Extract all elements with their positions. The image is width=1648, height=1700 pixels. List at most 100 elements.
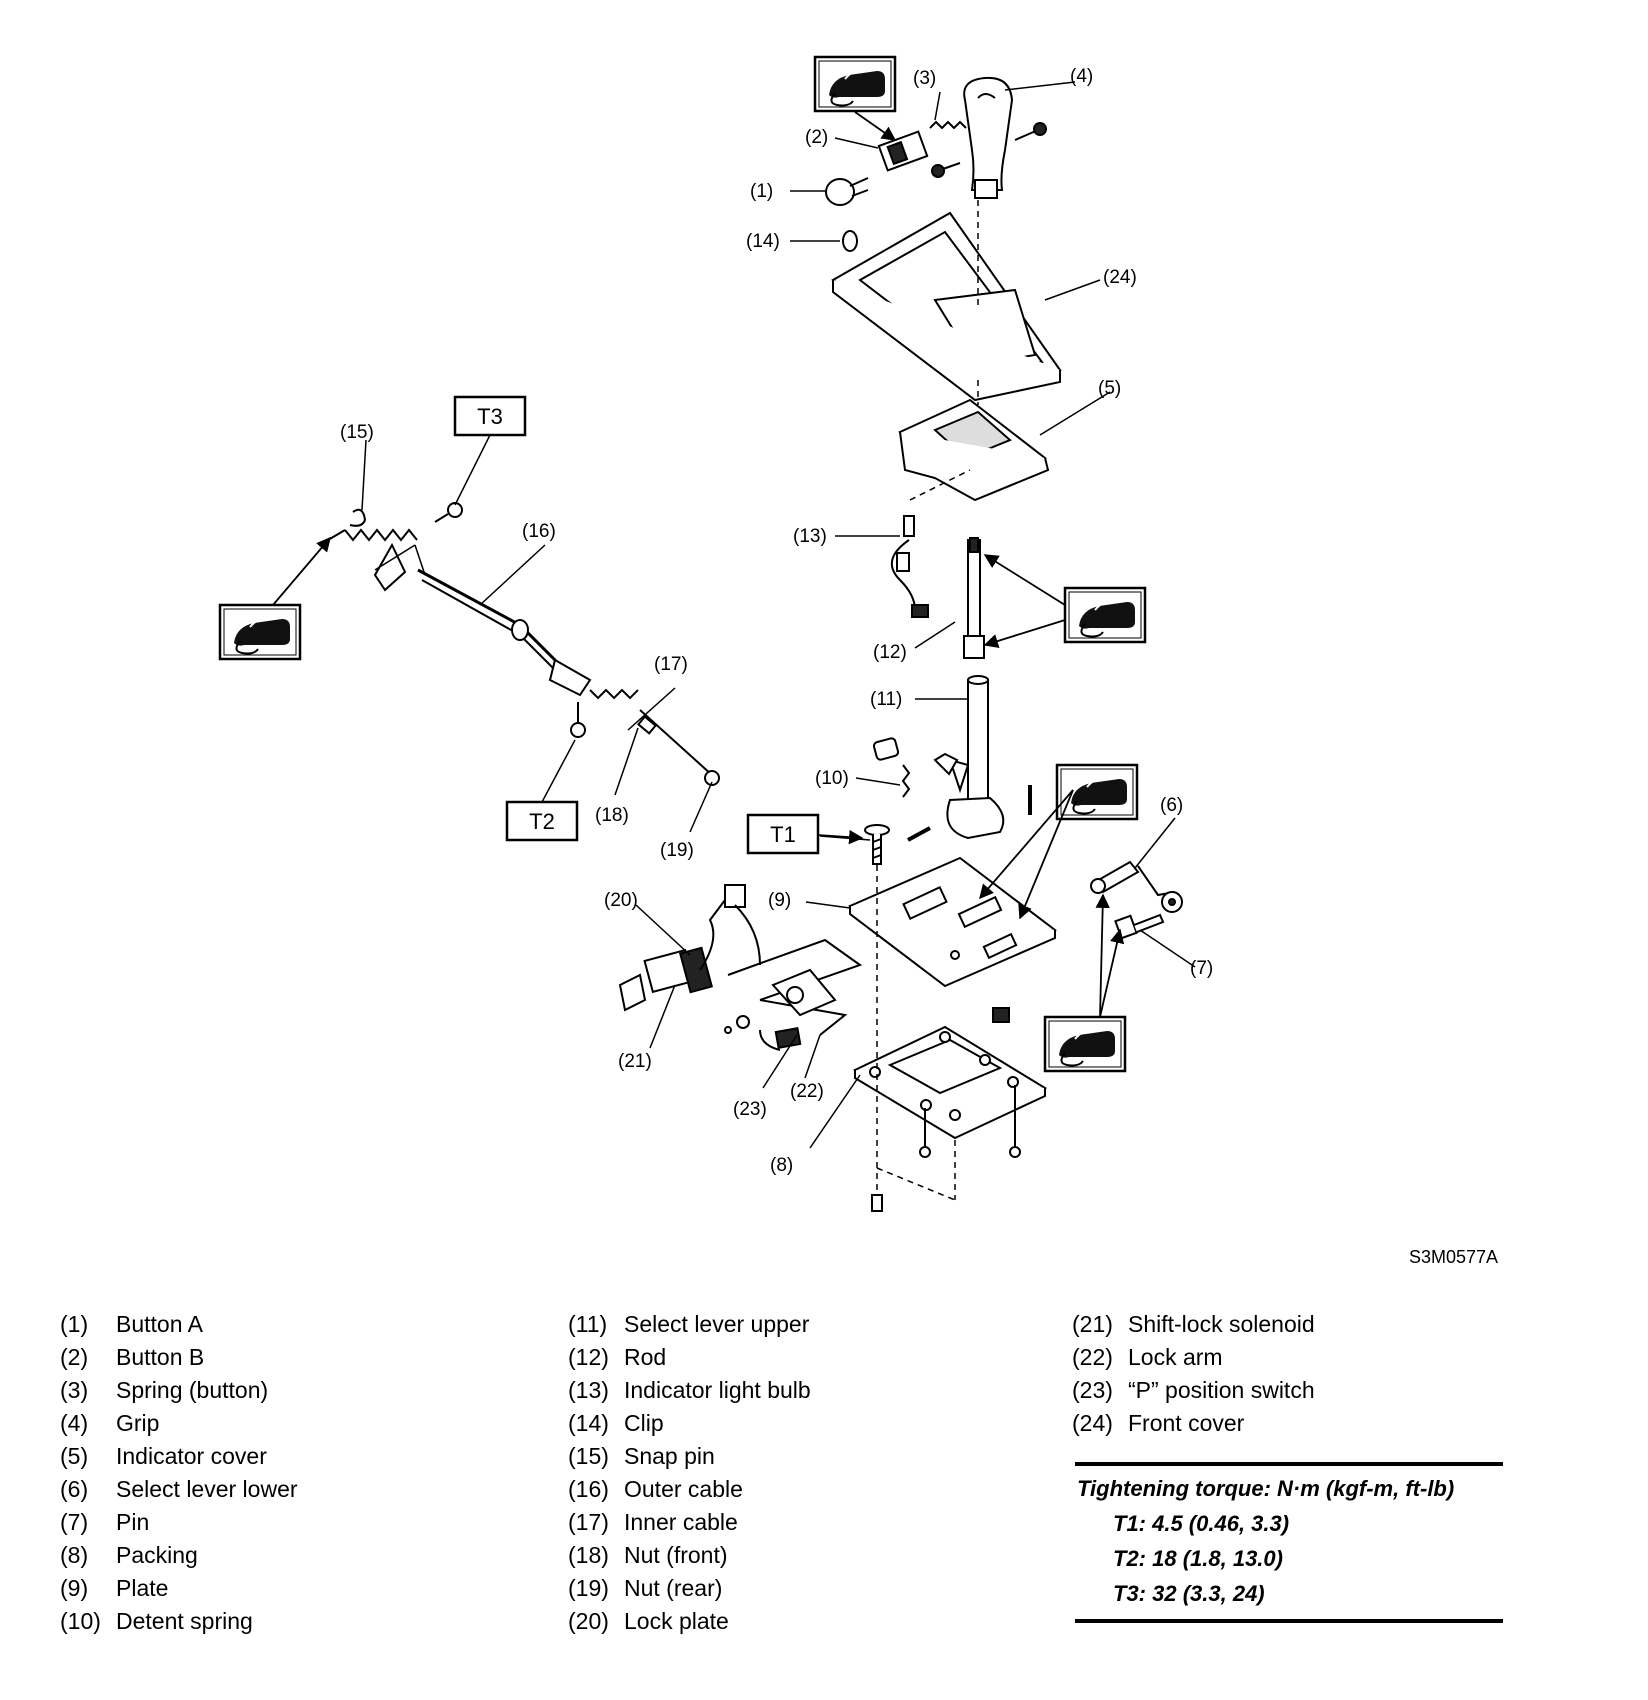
legend-number: (6): [60, 1476, 89, 1502]
tightening-torque-table: Tightening torque: N·m (kgf-m, ft-lb) T1…: [1075, 1462, 1503, 1623]
callout-4: (4): [1070, 66, 1093, 87]
legend-number: (2): [60, 1344, 89, 1370]
outer-cable-16: [327, 528, 592, 697]
legend-label: Plate: [116, 1575, 169, 1601]
legend-label: Outer cable: [624, 1476, 743, 1502]
legend-item: (18) Nut (front): [568, 1539, 811, 1572]
legend-label: Packing: [116, 1542, 198, 1568]
legend-number: (13): [568, 1377, 609, 1403]
legend-item: (11) Select lever upper: [568, 1308, 811, 1341]
legend-label: Indicator cover: [116, 1443, 267, 1469]
legend-label: Nut (front): [624, 1542, 728, 1568]
pin-7: [1114, 913, 1165, 940]
legend-item: (16) Outer cable: [568, 1473, 811, 1506]
callout-3: (3): [913, 68, 936, 89]
callout-5: (5): [1098, 378, 1121, 399]
legend-item: (15)Snap pin: [568, 1440, 811, 1473]
legend-number: (1): [60, 1311, 89, 1337]
inner-cable-17: [589, 688, 713, 776]
grease-icon-top: [813, 55, 897, 113]
legend-item: (24)Front cover: [1072, 1407, 1315, 1440]
legend-label: Button A: [116, 1311, 203, 1337]
legend-item: (5)Indicator cover: [60, 1440, 298, 1473]
legend-label: Front cover: [1128, 1410, 1245, 1436]
legend-number: (11): [568, 1311, 608, 1337]
legend-column-3: (21)Shift-lock solenoid(22)Lock arm(23)“…: [1072, 1308, 1315, 1440]
legend-number: (10): [60, 1608, 101, 1634]
legend-number: (18): [568, 1542, 609, 1568]
svg-text:T1: T1: [770, 822, 796, 847]
grease-icon-left: [218, 603, 302, 661]
torque-box-t2: T2: [505, 800, 579, 842]
spring-3: [929, 120, 967, 130]
legend-label: Grip: [116, 1410, 160, 1436]
rod-12: [963, 537, 985, 659]
callout-13: (13): [793, 526, 827, 547]
legend-number: (8): [60, 1542, 89, 1568]
legend-label: Snap pin: [624, 1443, 715, 1469]
callout-9: (9): [768, 890, 791, 911]
legend-label: Spring (button): [116, 1377, 269, 1403]
front-cover-24: [831, 211, 1062, 402]
torque-box-t3: T3: [453, 395, 527, 437]
legend-item: (2)Button B: [60, 1341, 298, 1374]
legend-item: (14)Clip: [568, 1407, 811, 1440]
cable-nuts: [434, 502, 720, 786]
legend-item: (3) Spring (button): [60, 1374, 298, 1407]
callout-16: (16): [522, 521, 556, 542]
pointer-arrows: [272, 111, 1125, 1018]
legend-label: Rod: [624, 1344, 667, 1370]
legend-item: (10) Detent spring: [60, 1605, 298, 1638]
legend-label: Lock arm: [1128, 1344, 1223, 1370]
select-lever-upper-11: [946, 675, 1005, 840]
callout-19: (19): [660, 840, 694, 861]
callout-20: (20): [604, 890, 638, 911]
snap-pin-15: [349, 508, 367, 527]
legend-label: Shift-lock solenoid: [1128, 1311, 1315, 1337]
legend-label: Select lever lower: [116, 1476, 298, 1502]
legend-item: (6) Select lever lower: [60, 1473, 298, 1506]
plate-9: [848, 856, 1057, 1023]
image-code: S3M0577A: [1408, 1247, 1498, 1267]
legend-number: (12): [568, 1344, 609, 1370]
legend-number: (4): [60, 1410, 89, 1436]
legend-number: (7): [60, 1509, 89, 1535]
legend-label: Select lever upper: [624, 1311, 810, 1337]
callout-8: (8): [770, 1155, 793, 1176]
shift-lock-solenoid-21: [618, 884, 761, 1034]
callout-labels: (1) (2) (3) (4) (5) (6) (7) (8) (9) (10)…: [340, 66, 1213, 1176]
legend-item: (20)Lock plate: [568, 1605, 811, 1638]
callout-10: (10): [815, 768, 849, 789]
legend-number: (9): [60, 1575, 89, 1601]
legend-label: Nut (rear): [624, 1575, 723, 1601]
legend-number: (16): [568, 1476, 609, 1502]
button-b-2: [877, 130, 929, 172]
legend-item: (8) Packing: [60, 1539, 298, 1572]
legend-label: Clip: [624, 1410, 664, 1436]
callout-21: (21): [618, 1051, 652, 1072]
legend-item: (12) Rod: [568, 1341, 811, 1374]
legend-number: (3): [60, 1377, 89, 1403]
legend-item: (21)Shift-lock solenoid: [1072, 1308, 1315, 1341]
legend-item: (7) Pin: [60, 1506, 298, 1539]
grease-icon-rod: [1063, 586, 1147, 644]
legend-item: (1) Button A: [60, 1308, 298, 1341]
legend-label: Inner cable: [624, 1509, 738, 1535]
legend-item: (17) Inner cable: [568, 1506, 811, 1539]
legend-item: (13)Indicator light bulb: [568, 1374, 811, 1407]
legend-item: (4) Grip: [60, 1407, 298, 1440]
torque-box-t1: T1: [746, 813, 820, 855]
callout-15: (15): [340, 422, 374, 443]
grease-icon-plate: [1055, 763, 1139, 821]
legend-label: Detent spring: [116, 1608, 253, 1634]
legend-item: (22)Lock arm: [1072, 1341, 1315, 1374]
callout-22: (22): [790, 1081, 824, 1102]
legend-label: Pin: [116, 1509, 150, 1535]
callout-6: (6): [1160, 795, 1183, 816]
legend-number: (17): [568, 1509, 609, 1535]
callout-14: (14): [746, 231, 780, 252]
callout-2: (2): [805, 127, 828, 148]
callout-7: (7): [1190, 958, 1213, 979]
legend-column-1: (1) Button A (2)Button B (3) Spring (button)…: [60, 1308, 298, 1638]
svg-text:T2: T2: [529, 809, 555, 834]
